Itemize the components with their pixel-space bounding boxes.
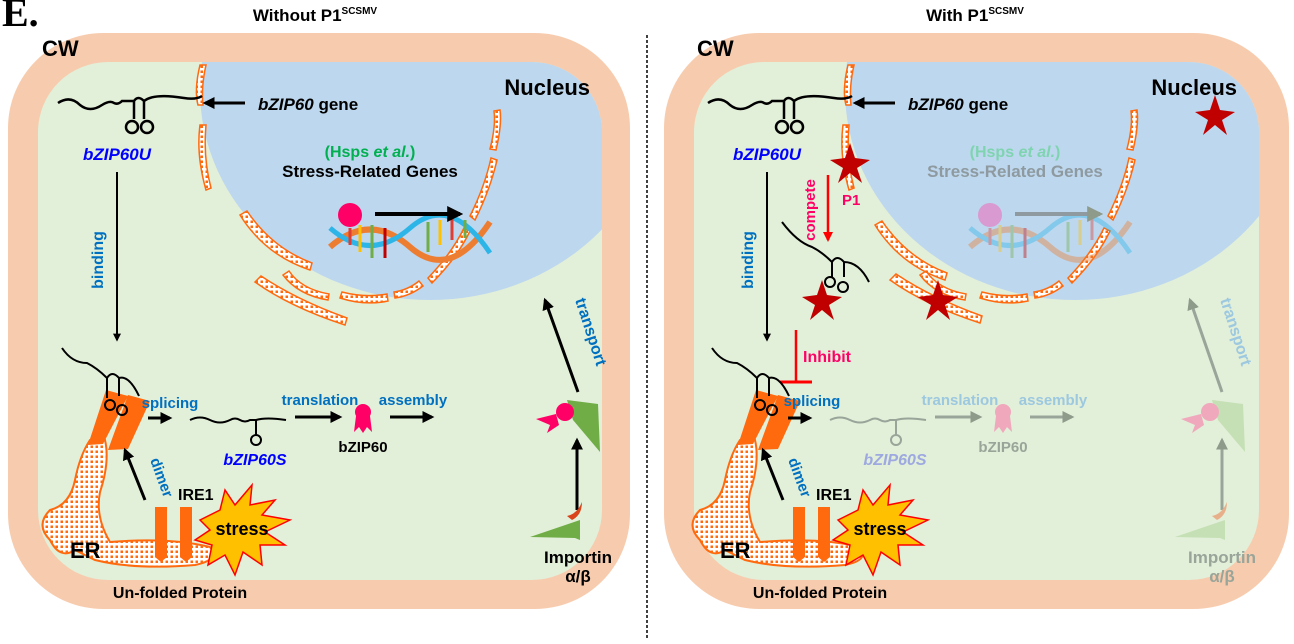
stress-genes-label: Stress-Related Genes [927, 162, 1103, 181]
importin-icon [530, 502, 582, 540]
unfolded-protein-label: Un-folded Protein [753, 585, 887, 602]
bound-mrna [711, 347, 790, 416]
cw-label: CW [697, 36, 734, 61]
translation-label: translation [282, 392, 359, 409]
importin-label: Importin [1188, 548, 1256, 567]
stress-burst-icon [831, 482, 931, 577]
bzip60-protein-label: bZIP60 [978, 439, 1027, 456]
er-label: ER [70, 538, 101, 563]
ire1-label: IRE1 [816, 487, 852, 504]
splicing-label: splicing [142, 395, 199, 412]
nuclear-envelope-er [195, 64, 502, 326]
translation-label: translation [922, 392, 999, 409]
panel-title: With P1SCSMV [926, 6, 1024, 25]
ire1-label: IRE1 [178, 487, 214, 504]
figure-label: E. [2, 0, 39, 35]
assembly-label: assembly [1019, 392, 1088, 409]
bzip60-importin-complex [1181, 400, 1245, 452]
unfolded-protein-label: Un-folded Protein [113, 585, 247, 602]
ire1-monomer [180, 507, 192, 562]
panel-title: Without P1SCSMV [253, 6, 378, 25]
splicing-label: splicing [784, 393, 841, 410]
gene-label: bZIP60 gene [258, 95, 358, 114]
ire1-monomer [818, 507, 830, 562]
ire1-monomer [155, 507, 167, 562]
ire1-dimer [88, 390, 150, 450]
ire1-monomer [793, 507, 805, 562]
stress-genes-label: Stress-Related Genes [282, 162, 458, 181]
nucleus [200, 62, 602, 300]
binding-label: binding [740, 231, 757, 289]
assembly-label: assembly [379, 392, 448, 409]
stress-label: stress [853, 519, 906, 539]
panel-with-p1: With P1SCSMV CW Nucleus bZIP60 gene bZI [664, 6, 1289, 609]
p1-label: P1 [842, 192, 860, 209]
hsps-label: (Hsps et al.) [970, 144, 1061, 161]
transport-arrow [542, 297, 580, 393]
bzip60-protein-label: bZIP60 [338, 439, 387, 456]
ire1-dimer [738, 390, 800, 450]
dimer-arrow [122, 447, 147, 501]
er-label: ER [720, 538, 751, 563]
p1-star-icon [1195, 95, 1235, 135]
dna-helix [328, 212, 493, 263]
bzip60-importin-complex [536, 400, 600, 452]
transport-arrow [1187, 297, 1224, 393]
bzip60s-label: bZIP60S [223, 452, 286, 469]
bzip60u-mrna [707, 94, 853, 135]
binding-label: binding [90, 231, 107, 289]
gene-label: bZIP60 gene [908, 95, 1008, 114]
endoplasmic-reticulum [691, 439, 864, 568]
p1-star-icon [830, 143, 870, 183]
nucleus [845, 62, 1259, 300]
importin-sub-label: α/β [565, 567, 591, 586]
bzip60s-mrna [829, 416, 927, 446]
p1-star-icon [918, 280, 958, 320]
bzip60-protein-icon [994, 404, 1012, 433]
hsps-label: (Hsps et al.) [325, 144, 416, 161]
cw-label: CW [42, 36, 79, 61]
endoplasmic-reticulum [41, 439, 214, 568]
bzip60u-mrna [57, 94, 203, 135]
bzip60-on-dna [978, 203, 1002, 227]
importin-label: Importin [544, 548, 612, 567]
compete-label: compete [802, 179, 819, 241]
bzip60s-mrna [189, 416, 287, 446]
bzip60u-label: bZIP60U [83, 145, 152, 164]
importin-sub-label: α/β [1209, 567, 1235, 586]
dna-helix [968, 212, 1133, 263]
p1-bound-mrna [781, 221, 870, 320]
importin-icon [1175, 502, 1227, 540]
inhibit-label: Inhibit [803, 349, 852, 366]
bound-mrna [61, 347, 140, 416]
nucleus-label: Nucleus [1151, 75, 1237, 100]
bzip60u-label: bZIP60U [733, 145, 802, 164]
stress-burst-icon [193, 482, 293, 577]
panel-without-p1: Without P1SCSMV CW Nucleus bZIP60 [8, 6, 630, 609]
bzip60-on-dna [338, 203, 362, 227]
nucleus-label: Nucleus [504, 75, 590, 100]
dimer-arrow [760, 447, 785, 501]
bzip60-protein-icon [354, 404, 372, 433]
stress-label: stress [215, 519, 268, 539]
bzip60s-label: bZIP60S [863, 452, 926, 469]
